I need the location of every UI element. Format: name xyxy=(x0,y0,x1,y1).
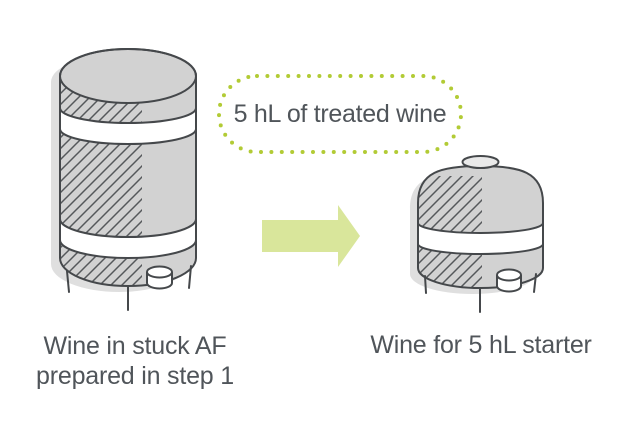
right-tank-leg-left xyxy=(424,275,427,294)
left-tank-label: Wine in stuck AF prepared in step 1 xyxy=(15,331,255,391)
right-tank-outline xyxy=(417,165,544,289)
right-tank-illustration xyxy=(410,155,544,313)
right-tank-spigot-top xyxy=(496,268,522,282)
right-tank-cap xyxy=(461,155,500,169)
callout-text: 5 hL of treated wine xyxy=(233,99,447,128)
right-tank-label: Wine for 5 hL starter xyxy=(370,331,592,359)
left-tank-leg-right xyxy=(188,265,192,289)
left-tank-label-line1: Wine in stuck AF xyxy=(43,332,227,360)
left-tank-spigot-top xyxy=(146,265,173,279)
left-tank-label-line2: prepared in step 1 xyxy=(36,362,234,390)
arrow-right-icon xyxy=(262,205,360,267)
right-tank-leg-right xyxy=(533,273,537,293)
left-tank-outline xyxy=(59,48,197,287)
left-tank-leg-left xyxy=(66,270,70,293)
left-tank-illustration xyxy=(51,48,197,311)
callout-bubble-border xyxy=(217,74,463,154)
